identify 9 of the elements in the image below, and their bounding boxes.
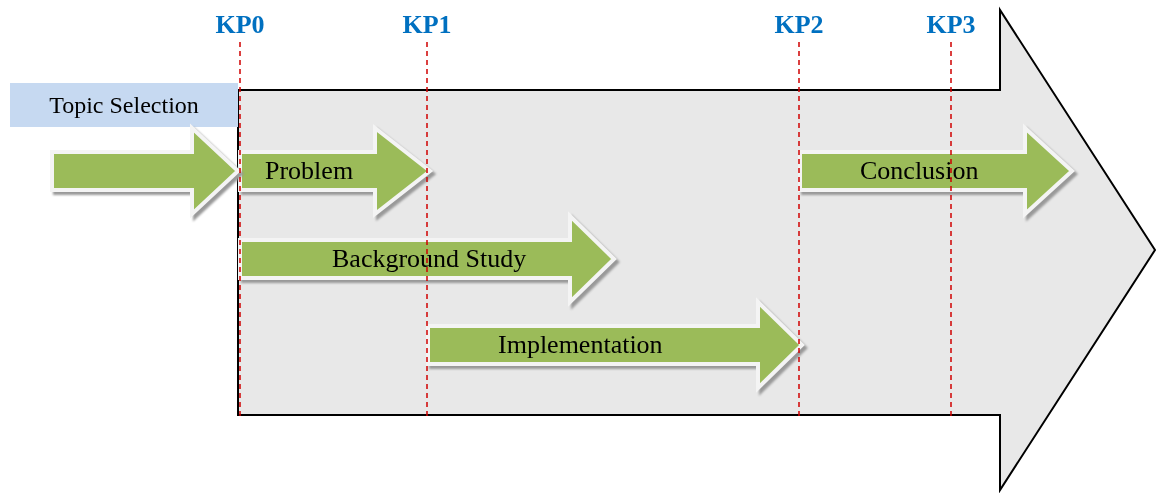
milestone-label: KP3 xyxy=(926,10,976,40)
phase-label: Topic Selection xyxy=(10,83,238,127)
phase-label: Implementation xyxy=(498,330,663,360)
phase-label: Background Study xyxy=(332,244,527,274)
phase-label: Problem xyxy=(265,156,354,186)
milestone-label: KP2 xyxy=(774,10,824,40)
phase-label: Conclusion xyxy=(860,156,979,186)
milestone-label: KP1 xyxy=(402,10,452,40)
milestone-label: KP0 xyxy=(215,10,265,40)
